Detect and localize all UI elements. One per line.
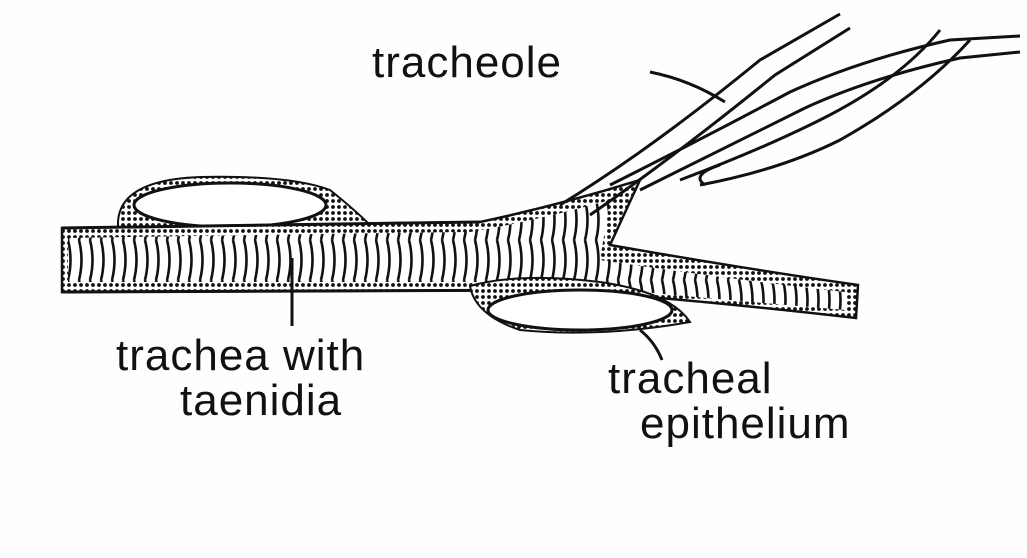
epithelium-label-line2: epithelium <box>640 401 851 447</box>
epithelium-label-line1: tracheal <box>608 356 773 402</box>
trachea-label-line2: taenidia <box>180 378 342 424</box>
tracheole-label: tracheole <box>372 40 562 86</box>
trachea-label-line1: trachea with <box>116 333 365 379</box>
